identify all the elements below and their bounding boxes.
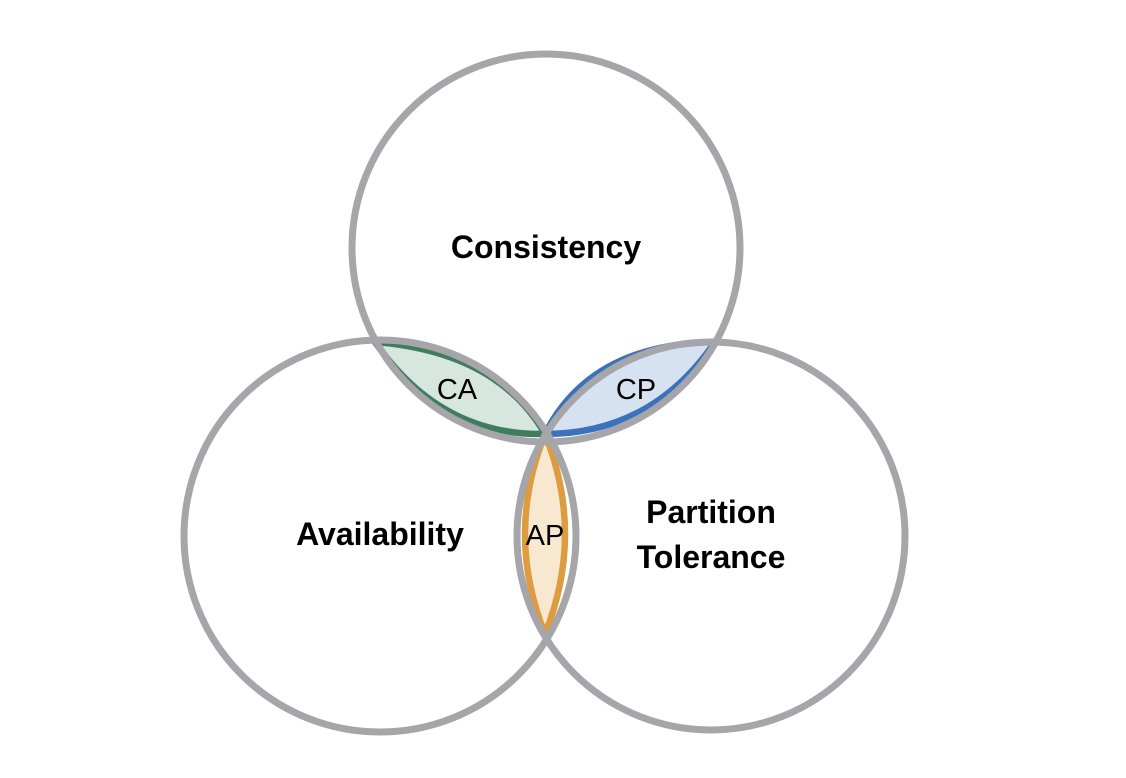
consistency-circle [348, 50, 744, 446]
ca-label: CA [437, 374, 478, 406]
partition-tolerance-label-line1: Partition [646, 494, 776, 530]
availability-label: Availability [296, 516, 464, 552]
cp-label: CP [616, 374, 656, 406]
partition-tolerance-label-line2: Tolerance [637, 539, 786, 575]
consistency-label: Consistency [451, 229, 641, 265]
availability-circle [180, 336, 580, 736]
partition-tolerance-circle [513, 338, 909, 734]
ap-label: AP [526, 520, 565, 552]
